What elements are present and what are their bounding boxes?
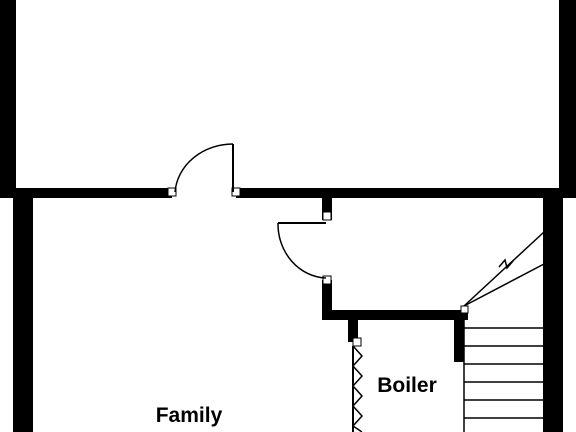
inner-door-jamb-bottom [322, 275, 332, 285]
top-door[interactable] [167, 143, 241, 197]
stairs-right-wall [543, 196, 563, 432]
inner-partition-top [322, 196, 332, 220]
stair-newel-post [460, 305, 469, 314]
boiler-left-wall [348, 310, 358, 342]
stair-winder-line [463, 263, 545, 307]
room-label-family: Family [156, 404, 223, 427]
bifold-zigzag [351, 345, 364, 432]
top-door-swing-arc [174, 143, 234, 193]
inner-partition-bottom [322, 280, 332, 320]
inner-door-jamb-top [322, 211, 332, 221]
staircase [460, 231, 545, 432]
inner-door-swing-arc [277, 222, 327, 279]
boiler-top-wall [322, 310, 468, 320]
divider-wall-right [236, 188, 576, 198]
inner-door[interactable] [277, 211, 332, 285]
zigzag-break-icon [498, 258, 514, 270]
bifold-jamb [352, 337, 362, 347]
divider-wall-left [0, 188, 172, 198]
stair-winder-line [463, 231, 545, 307]
boiler-bifold-door[interactable] [351, 337, 364, 432]
top-room-right-wall [559, 0, 576, 192]
boiler-right-wall [454, 310, 464, 362]
top-door-jamb-left [167, 187, 177, 197]
room-label-boiler: Boiler [377, 374, 437, 397]
family-left-wall [13, 196, 33, 432]
top-room-left-wall [0, 0, 16, 192]
